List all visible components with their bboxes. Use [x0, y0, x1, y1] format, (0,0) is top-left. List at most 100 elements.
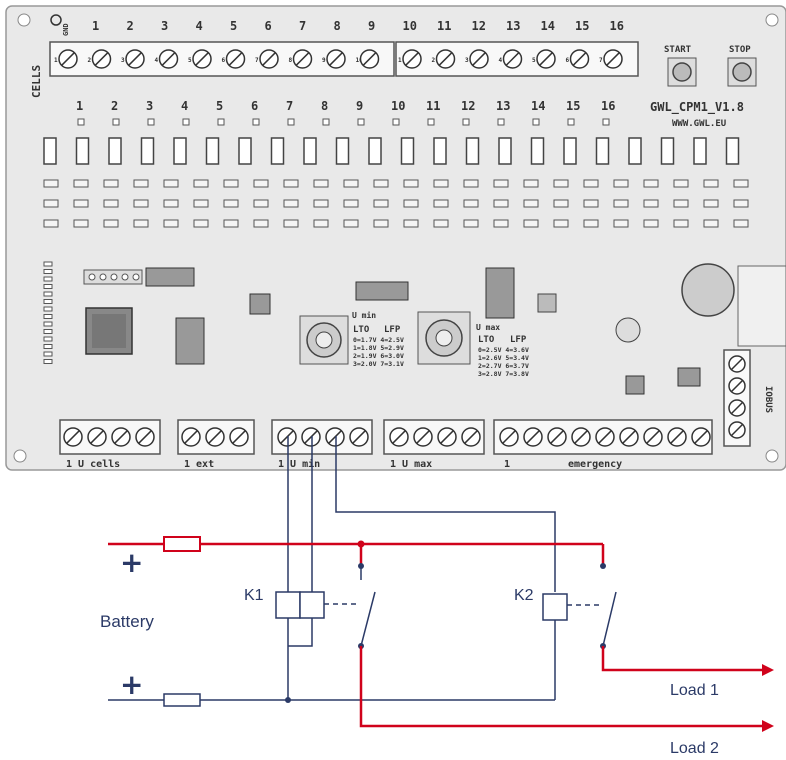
ic-chip	[677, 367, 701, 387]
power-resistor	[498, 137, 512, 165]
terminal-screw[interactable]	[63, 427, 83, 447]
terminal-screw[interactable]	[667, 427, 687, 447]
terminal-screw[interactable]	[229, 427, 249, 447]
umax-lto-label: LTO	[478, 335, 495, 345]
status-led	[567, 118, 575, 126]
terminal-screw[interactable]	[389, 427, 409, 447]
plus-sign-top: +	[120, 546, 143, 579]
terminal-screw[interactable]	[603, 49, 623, 69]
smd-component	[343, 179, 359, 188]
led-number: 7	[286, 99, 293, 113]
edge-pin	[43, 321, 53, 327]
terminal-screw[interactable]	[595, 427, 615, 447]
emergency-label: emergency	[568, 459, 622, 470]
smd-component	[373, 199, 389, 208]
terminal-screw[interactable]	[499, 427, 519, 447]
smd-component	[733, 219, 749, 228]
terminal-screw[interactable]	[325, 427, 345, 447]
smd-component	[373, 219, 389, 228]
terminal-screw[interactable]	[259, 49, 279, 69]
stop-button[interactable]	[727, 57, 757, 87]
edge-pin	[43, 284, 53, 289]
terminal-screw[interactable]	[158, 49, 179, 69]
smd-component	[163, 179, 179, 188]
k1-contact-point	[358, 563, 364, 569]
pin-number: 2	[88, 57, 92, 64]
cell-number: 7	[299, 19, 306, 33]
cell-number: 1	[92, 19, 99, 33]
terminal-screw[interactable]	[728, 399, 746, 417]
terminal-screw[interactable]	[58, 49, 78, 69]
terminal-screw[interactable]	[435, 49, 456, 69]
microcontroller-chip	[85, 307, 133, 355]
terminal-screw[interactable]	[536, 49, 556, 69]
terminal-screw[interactable]	[469, 49, 489, 69]
terminal-screw[interactable]	[402, 49, 422, 69]
terminal-screw[interactable]	[135, 427, 155, 447]
terminal-screw[interactable]	[326, 49, 346, 69]
led-number: 11	[426, 99, 440, 113]
k2-label: K2	[514, 587, 534, 604]
terminal-screw[interactable]	[87, 427, 107, 447]
cell-number: 4	[196, 19, 203, 33]
status-led	[392, 118, 400, 126]
status-led	[532, 118, 540, 126]
smd-component	[703, 219, 719, 228]
terminal-screw[interactable]	[569, 49, 590, 69]
terminal-screw[interactable]	[91, 49, 112, 69]
terminal-screw[interactable]	[571, 427, 591, 447]
edge-pin	[43, 306, 53, 312]
terminal-screw[interactable]	[523, 427, 543, 447]
umin-lto-label: LTO	[353, 325, 370, 335]
smd-component	[523, 199, 539, 208]
status-led	[112, 118, 120, 126]
terminal-screw[interactable]	[225, 49, 246, 69]
emergency-pin-label: 1	[504, 459, 510, 470]
terminal-screw[interactable]	[181, 427, 201, 447]
terminal-screw[interactable]	[461, 427, 481, 447]
mount-hole	[13, 449, 27, 463]
led-number: 10	[391, 99, 405, 113]
terminal-screw[interactable]	[728, 377, 746, 395]
umin-label: U min	[352, 310, 376, 320]
terminal-screw[interactable]	[301, 427, 321, 447]
led-number: 3	[146, 99, 153, 113]
umax-rotary-switch[interactable]	[417, 311, 471, 365]
terminal-screw[interactable]	[192, 49, 212, 69]
power-resistor	[725, 137, 740, 165]
terminal-screw[interactable]	[643, 427, 663, 447]
umin-table-row: 0=1.7V 4=2.5V	[353, 336, 404, 344]
terminal-screw[interactable]	[125, 49, 145, 69]
smd-component	[433, 179, 449, 188]
terminal-screw[interactable]	[728, 421, 746, 439]
terminal-screw[interactable]	[728, 355, 746, 373]
terminal-screw[interactable]	[277, 427, 297, 447]
terminal-screw[interactable]	[205, 427, 225, 447]
pin-number: 2	[432, 57, 436, 64]
start-button-label: START	[664, 45, 692, 55]
mount-hole	[765, 13, 779, 27]
umin-rotary-switch[interactable]	[299, 315, 349, 365]
terminal-screw[interactable]	[413, 427, 433, 447]
led-number: 8	[321, 99, 328, 113]
coil-return-wire	[287, 618, 313, 700]
terminal-screw[interactable]	[619, 427, 639, 447]
terminal-screw[interactable]	[502, 49, 523, 69]
ic-chip	[145, 267, 195, 287]
smd-component	[283, 199, 299, 208]
terminal-screw[interactable]	[547, 427, 567, 447]
terminal-screw[interactable]	[292, 49, 313, 69]
smd-component	[613, 199, 629, 208]
status-led	[357, 118, 365, 126]
terminal-screw[interactable]	[691, 427, 711, 447]
smd-component	[43, 219, 59, 228]
start-button[interactable]	[667, 57, 697, 87]
terminal-screw[interactable]	[437, 427, 457, 447]
status-led	[497, 118, 505, 126]
pin-number: 7	[599, 57, 603, 64]
terminal-screw[interactable]	[359, 49, 380, 69]
terminal-screw[interactable]	[349, 427, 369, 447]
terminal-screw[interactable]	[111, 427, 131, 447]
power-resistor	[465, 137, 480, 165]
control-wire-k2	[335, 436, 556, 592]
